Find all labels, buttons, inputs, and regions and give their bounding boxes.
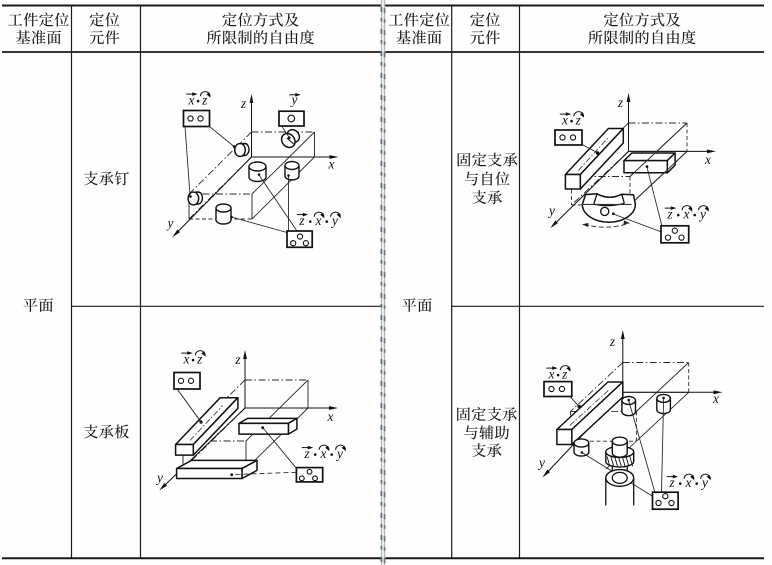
svg-text:x: x bbox=[183, 352, 190, 367]
svg-text:x: x bbox=[683, 207, 690, 222]
svg-text:x: x bbox=[315, 213, 322, 228]
svg-text:y: y bbox=[155, 470, 163, 485]
svg-text:x: x bbox=[328, 157, 335, 172]
svg-text:z: z bbox=[575, 113, 582, 128]
svg-text:z: z bbox=[196, 352, 203, 367]
svg-text:y: y bbox=[290, 92, 298, 107]
svg-text:y: y bbox=[537, 455, 545, 470]
svg-text:z: z bbox=[609, 334, 616, 349]
svg-text:y: y bbox=[166, 216, 174, 231]
svg-text:z: z bbox=[201, 93, 208, 108]
svg-text:x: x bbox=[685, 475, 692, 490]
svg-text:y: y bbox=[335, 446, 343, 461]
svg-text:y: y bbox=[700, 475, 708, 490]
svg-text:y: y bbox=[698, 207, 706, 222]
svg-text:x: x bbox=[704, 152, 711, 167]
svg-text:z: z bbox=[666, 207, 673, 222]
svg-text:y: y bbox=[547, 203, 555, 218]
svg-text:z: z bbox=[668, 475, 675, 490]
svg-text:z: z bbox=[234, 352, 241, 367]
svg-text:x: x bbox=[188, 93, 195, 108]
svg-text:x: x bbox=[548, 367, 555, 382]
svg-text:x: x bbox=[712, 391, 719, 406]
svg-text:z: z bbox=[617, 95, 624, 110]
svg-text:z: z bbox=[240, 96, 247, 111]
svg-text:x: x bbox=[561, 113, 568, 128]
svg-text:z: z bbox=[298, 213, 305, 228]
svg-text:z: z bbox=[561, 367, 568, 382]
svg-text:y: y bbox=[330, 213, 338, 228]
svg-text:z: z bbox=[303, 446, 310, 461]
svg-text:x: x bbox=[320, 446, 327, 461]
svg-text:x: x bbox=[327, 409, 334, 424]
